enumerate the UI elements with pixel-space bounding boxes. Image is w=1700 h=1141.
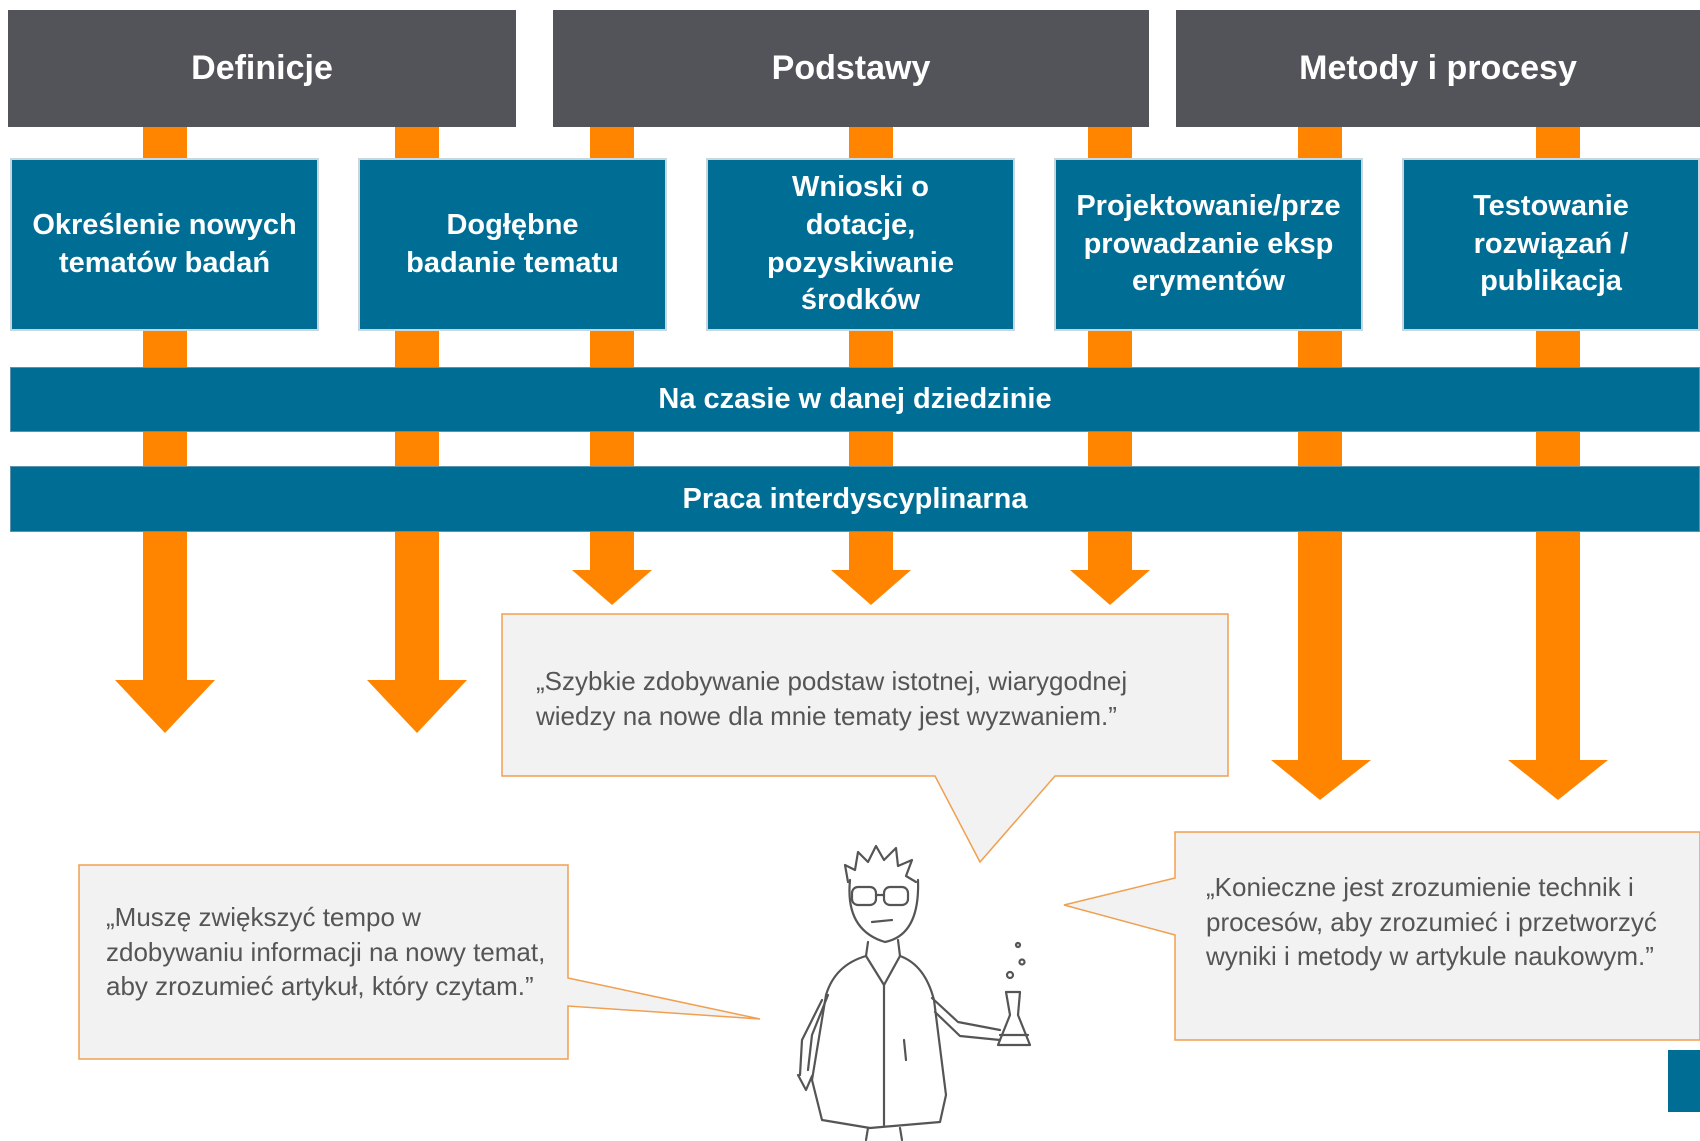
stage-label: Testowanie rozwiązań / publikacja [1473, 189, 1629, 298]
stage-label: Dogłębne badanie tematu [406, 208, 619, 279]
arrow-head-4 [831, 570, 911, 605]
quote-right: „Konieczne jest zrozumienie technik i pr… [1206, 872, 1657, 972]
arrow-head-2 [367, 680, 467, 733]
stage-box-5: Testowanie rozwiązań / publikacja [1402, 158, 1700, 331]
speech-bubble-center [501, 613, 1229, 864]
stage-box-3: Wnioski o dotacje, pozyskiwanie środków [706, 158, 1015, 331]
stage-box-4: Projektowanie/przeprowadzanie eksperymen… [1054, 158, 1363, 331]
band-na-czasie: Na czasie w danej dziedzinie [10, 367, 1700, 432]
arrow-head-5 [1070, 570, 1150, 605]
quote-left: „Muszę zwiększyć tempo w zdobywaniu info… [106, 902, 546, 1002]
arrow-head-6 [1271, 760, 1371, 800]
stage-label: Wnioski o dotacje, pozyskiwanie środków [767, 171, 954, 317]
band-label: Na czasie w danej dziedzinie [658, 383, 1052, 415]
header-label: Metody i procesy [1299, 49, 1577, 87]
arrow-head-3 [572, 570, 652, 605]
quote-center: „Szybkie zdobywanie podstaw istotnej, wi… [536, 666, 1128, 731]
arrow-head-1 [115, 680, 215, 733]
stage-box-1: Określenie nowych tematów badań [10, 158, 319, 331]
stage-label: Projektowanie/przeprowadzanie eksperymen… [1076, 189, 1341, 298]
band-praca-interdyscyplinarna: Praca interdyscyplinarna [10, 466, 1700, 532]
corner-marker [1668, 1050, 1700, 1112]
header-definicje: Definicje [8, 10, 516, 127]
header-metody-i-procesy: Metody i procesy [1176, 10, 1700, 127]
speech-bubble-left [78, 864, 761, 1060]
header-podstawy: Podstawy [553, 10, 1149, 127]
speech-bubble-right [1063, 831, 1700, 1041]
arrow-head-7 [1508, 760, 1608, 800]
band-label: Praca interdyscyplinarna [682, 482, 1028, 515]
header-label: Definicje [191, 49, 333, 87]
stage-box-2: Dogłębne badanie tematu [358, 158, 667, 331]
header-label: Podstawy [771, 49, 931, 87]
stage-label: Określenie nowych tematów badań [32, 208, 297, 279]
